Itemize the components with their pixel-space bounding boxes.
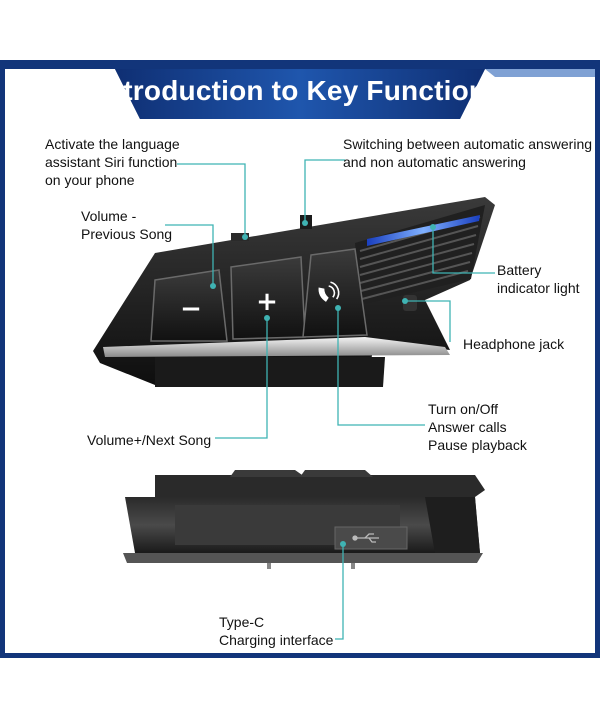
banner-title: Introduction to Key Functions	[98, 75, 502, 106]
device-illustration: − +	[93, 159, 495, 640]
title-banner	[5, 65, 595, 119]
leader-lines	[165, 159, 495, 640]
label-volume-down: Volume -Previous Song	[81, 208, 173, 242]
phone-icon	[318, 281, 340, 302]
plus-glyph: +	[256, 287, 278, 317]
label-headphone: Headphone jack	[463, 336, 565, 352]
intercom-top-view: − +	[93, 197, 495, 387]
minus-glyph: −	[180, 294, 202, 324]
volume-down-button[interactable]	[150, 269, 228, 342]
bottom-whitespace	[0, 658, 600, 720]
leader-dots	[210, 220, 436, 547]
battery-led	[367, 215, 480, 246]
diagram-frame: Introduction to Key Functions	[0, 60, 600, 658]
usb-icon	[352, 533, 379, 543]
label-volume-up: Volume+/Next Song	[87, 432, 212, 448]
intercom-side-view	[123, 470, 485, 569]
